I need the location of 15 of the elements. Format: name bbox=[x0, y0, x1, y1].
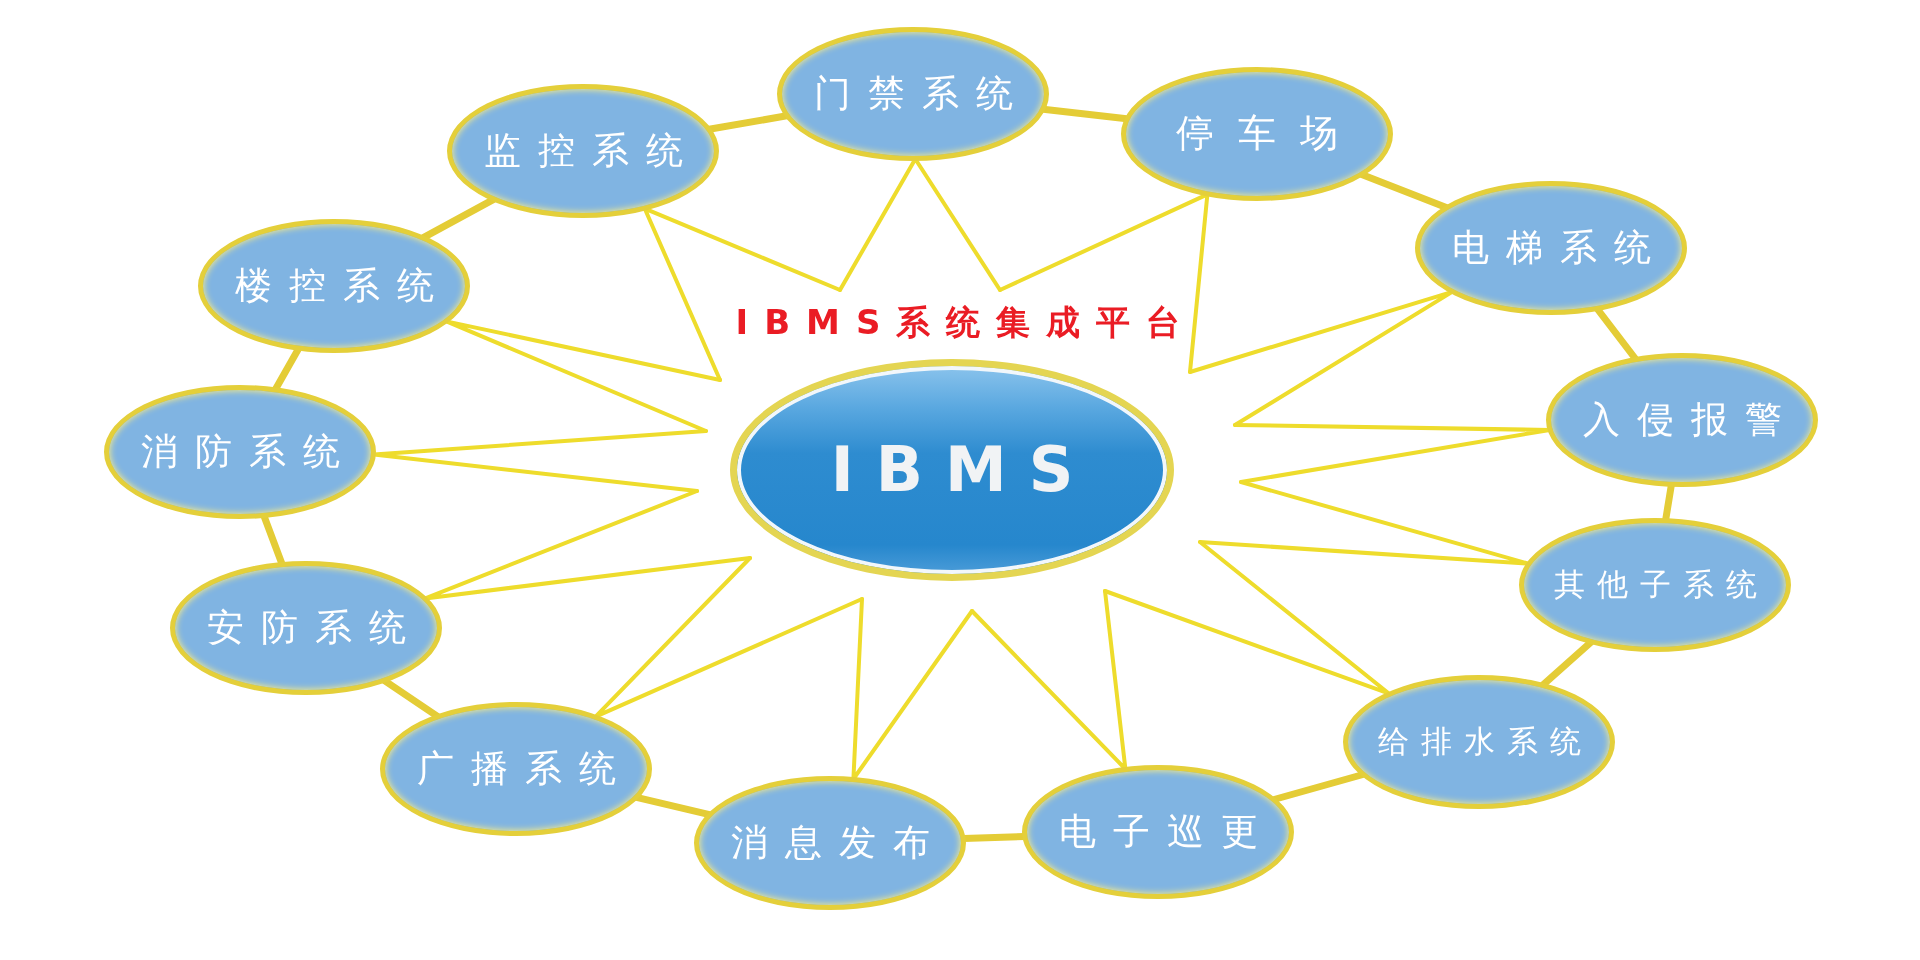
subsystem-label: 电梯系统 bbox=[1451, 226, 1651, 270]
subsystem-label: 楼控系统 bbox=[234, 264, 434, 308]
subsystem-label: 消防系统 bbox=[140, 430, 340, 474]
subsystem-label: 安防系统 bbox=[206, 606, 406, 650]
subsystem-label: 给排水系统 bbox=[1377, 724, 1581, 760]
diagram-title: IBMS系统集成平台 bbox=[735, 303, 1181, 343]
subsystem-label: 电子巡更 bbox=[1058, 810, 1258, 854]
subsystem-label: 监控系统 bbox=[483, 129, 683, 173]
subsystem-label: 其他子系统 bbox=[1553, 567, 1757, 603]
subsystem-label: 入侵报警 bbox=[1582, 398, 1782, 442]
subsystem-label: 停车场 bbox=[1176, 112, 1338, 156]
subsystem-label: 门禁系统 bbox=[813, 72, 1013, 116]
subsystem-label: 消息发布 bbox=[730, 821, 930, 865]
subsystem-label: 广播系统 bbox=[416, 747, 616, 791]
star-spike bbox=[642, 206, 842, 382]
